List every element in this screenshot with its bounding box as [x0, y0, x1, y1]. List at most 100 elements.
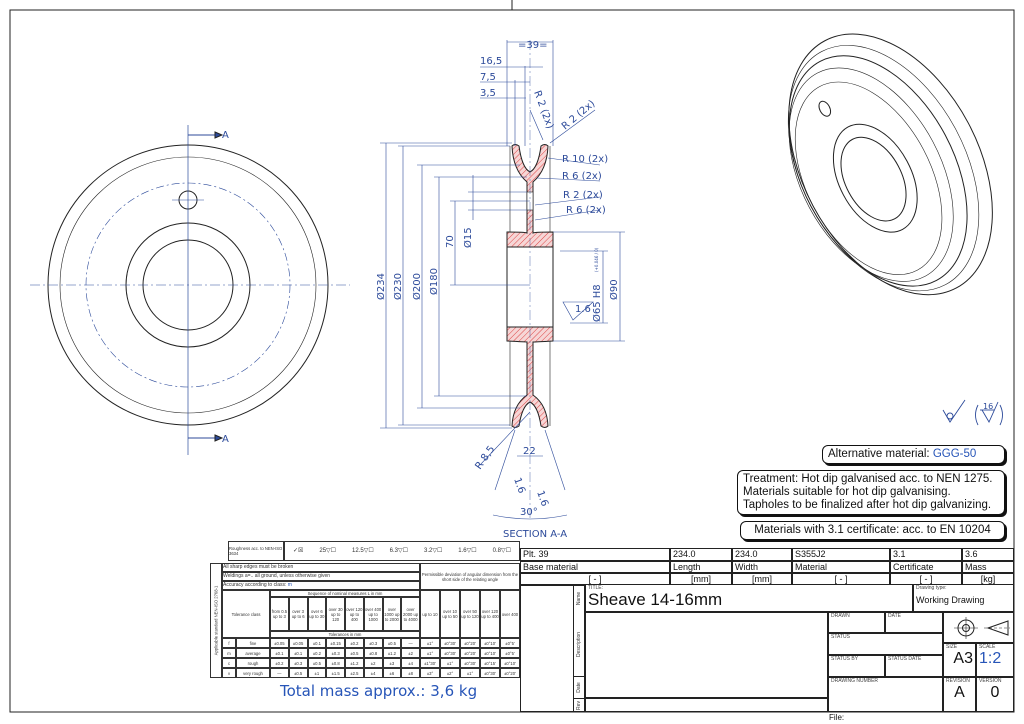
angular-tolerance-cell: ±0°30' [480, 668, 500, 678]
angular-tolerance-cell: ±1° [440, 658, 460, 668]
drawing-type-label: Drawing type: [916, 585, 947, 591]
linear-header: Sequence of nominal measures L in mm [270, 590, 420, 597]
svg-text:70: 70 [445, 235, 456, 248]
tolerance-cell: ±1.5 [326, 668, 345, 678]
status-date-field[interactable]: STATUS DATE [885, 655, 943, 677]
tolerance-class-name: very rough [236, 668, 270, 678]
sheet-size: A3 [953, 650, 973, 667]
svg-text:=39=: =39= [518, 40, 547, 51]
tolerance-cell: ±0.3 [326, 648, 345, 658]
drawing-type-cell: Drawing type: Working Drawing [913, 584, 1014, 612]
tolerance-class-name: average [236, 648, 270, 658]
svg-text:R 2 (2x): R 2 (2x) [563, 190, 603, 201]
roughness-checkbox[interactable]: 1.6▽☐ [458, 547, 477, 554]
tolerance-class-name: fine [236, 638, 270, 648]
drawing-title: Sheave 14-16mm [588, 590, 723, 609]
material-label: Base material [520, 561, 670, 573]
angular-tolerance-cell: ±1°30' [420, 658, 440, 668]
projection-symbol-cell [943, 612, 1014, 643]
dimension-texts: =39= 16,5 7,5 3,5 R 2 (2x) R 2 (2x) R 10… [375, 40, 620, 540]
roughness-label: Roughness acc. to NEN-ISO 3634 [228, 541, 284, 561]
rule-accuracy: Accuracy according to class: m [222, 581, 420, 590]
isometric-view [787, 33, 993, 296]
tolerance-cell: ±0.3 [288, 658, 308, 668]
status-by-field[interactable]: STATUS BY [828, 655, 885, 677]
tolerance-cell: ±0.3 [363, 638, 383, 648]
svg-text:Ø200: Ø200 [411, 273, 423, 300]
description-area [585, 612, 828, 698]
roughness-checkbox[interactable]: 25▽☐ [319, 547, 337, 554]
linear-range-header: over 3 up to 6 [288, 597, 308, 631]
svg-text:Ø90: Ø90 [608, 279, 620, 300]
angular-tolerance-cell: ±0°20' [500, 668, 520, 678]
tolerance-cell: ±1.2 [382, 648, 402, 658]
rev-label-rev: Rev [573, 698, 585, 712]
material-unit: [ - ] [520, 573, 670, 585]
tolerance-cell: ±0.5 [288, 668, 308, 678]
tolerance-cell: ±0.5 [345, 648, 364, 658]
material-value: 234.0 [670, 548, 732, 561]
treatment-line: Treatment: Hot dip galvanised acc. to NE… [743, 473, 993, 485]
status-field[interactable]: STATUS [828, 633, 943, 655]
tolerance-cell: ±8 [401, 668, 420, 678]
tolerance-cell: ±3 [382, 658, 402, 668]
tolerance-cell: ±4 [401, 658, 420, 668]
date-field[interactable]: DATE [885, 612, 943, 633]
tolerance-cell: ±1.2 [345, 658, 364, 668]
svg-text:16,5: 16,5 [480, 56, 502, 67]
alt-material-label: Alternative material: [828, 448, 930, 460]
front-view [30, 125, 350, 455]
svg-text:30°: 30° [520, 507, 538, 518]
tolerance-cell: — [401, 638, 420, 648]
drawing-number-field[interactable]: DRAWING NUMBER [828, 677, 943, 712]
roughness-checkbox[interactable]: 3.2▽☐ [423, 547, 443, 554]
material-label: Certificate [890, 561, 962, 573]
tolerance-cell: ±2.5 [345, 668, 364, 678]
svg-text:Ø230: Ø230 [392, 273, 404, 300]
angular-tolerance-cell: ±0°15' [480, 658, 500, 668]
svg-text:R 6 (2x): R 6 (2x) [562, 171, 602, 182]
material-label: Width [732, 561, 792, 573]
rule-sharp-edges: All sharp edges must be broken [222, 563, 420, 572]
tolerance-cell: ±0.1 [307, 638, 327, 648]
tolerance-cell: ±2 [401, 648, 420, 658]
tolerance-cell: ±2 [363, 658, 383, 668]
tolerance-cell: ±0.05 [270, 638, 289, 648]
section-mark-bottom: A [222, 434, 229, 445]
svg-text:Ø15: Ø15 [462, 227, 474, 248]
drawn-field[interactable]: DRAWN [828, 612, 885, 633]
drawing-type: Working Drawing [916, 595, 985, 605]
angular-tolerance-cell: ±0°20' [460, 648, 480, 658]
tolerance-cell: ±0.05 [288, 638, 308, 648]
tolerance-class-code: f [222, 638, 236, 648]
roughness-checkbox[interactable]: 6.3▽☐ [389, 547, 409, 554]
svg-text:Ø234: Ø234 [375, 273, 387, 300]
tolerance-cell: ±0.15 [326, 638, 345, 648]
roughness-checkbox-none[interactable]: ✓☒ [292, 547, 304, 554]
svg-text:1.6: 1.6 [511, 476, 527, 495]
angular-range-header: over 400 [500, 590, 520, 638]
angular-tolerance-cell: ±0°30' [440, 648, 460, 658]
tolerance-cell: ±0.8 [326, 658, 345, 668]
roughness-options: ✓☒ 25▽☐ 12.5▽☐ 6.3▽☐ 3.2▽☐ 1.6▽☐ 0.8▽☐ [284, 541, 520, 561]
svg-text:1.6: 1.6 [575, 304, 591, 315]
linear-range-header: over 2000 up to 4000 [401, 597, 420, 631]
roughness-checkbox[interactable]: 0.8▽☐ [492, 547, 511, 554]
angular-range-header: over 120 up to 400 [480, 590, 500, 638]
material-value: S355J2 [792, 548, 890, 561]
svg-text:7,5: 7,5 [480, 72, 496, 83]
roughness-checkbox[interactable]: 12.5▽☐ [352, 547, 374, 554]
material-unit: [kg] [962, 573, 1014, 585]
section-title: SECTION A-A [503, 529, 567, 540]
tolerance-cell: ±4 [363, 668, 383, 678]
material-label: Material [792, 561, 890, 573]
dimension-lines [380, 40, 625, 520]
material-unit: [mm] [670, 573, 732, 585]
tolerance-cell: ±0.8 [363, 648, 383, 658]
certificate-note: Materials with 3.1 certificate: acc. to … [740, 521, 1005, 540]
tolerance-class-name: rough [236, 658, 270, 668]
